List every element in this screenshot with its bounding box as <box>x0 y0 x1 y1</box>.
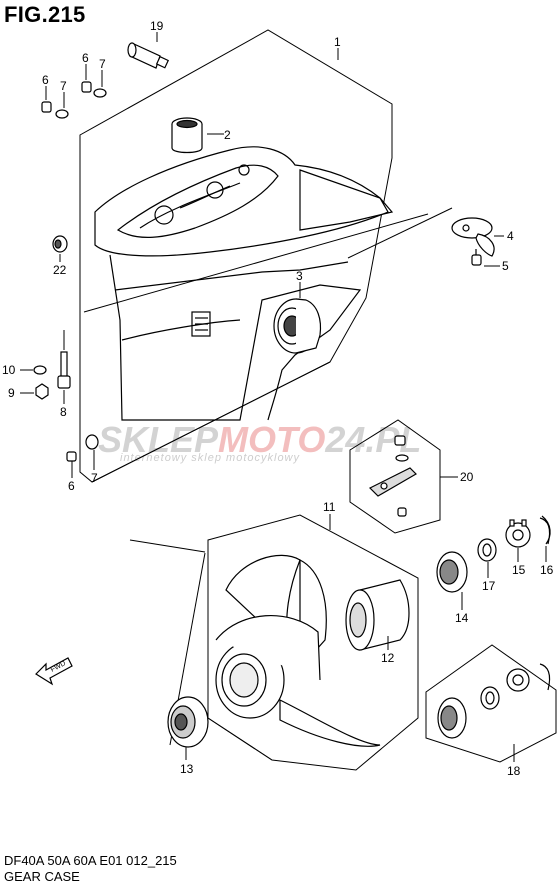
gear-case-group-outline <box>79 29 393 483</box>
part-13-thrust-washer <box>167 696 209 748</box>
part-4-trim-tab <box>451 217 495 257</box>
callout-7-b: 7 <box>60 79 67 93</box>
callout-11: 11 <box>323 500 336 514</box>
watermark-brand-part2: MOTO <box>218 419 325 460</box>
callout-20: 20 <box>460 470 474 484</box>
callout-19: 19 <box>150 19 164 33</box>
gear-case-housing <box>94 146 394 421</box>
callout-18: 18 <box>507 764 521 778</box>
part-7-washer-top <box>55 88 107 119</box>
part-6-bolt-lower <box>66 451 77 462</box>
part-17-washer <box>477 538 497 562</box>
part-22-plug <box>52 235 68 253</box>
anode-kit-group-outline <box>349 419 441 534</box>
callout-14: 14 <box>455 611 469 625</box>
callout-7-c: 7 <box>91 471 98 485</box>
callout-15: 15 <box>512 563 526 577</box>
watermark-brand-part1: SKLEP <box>98 419 219 460</box>
watermark-tagline: internetowy sklep motocyklowy <box>120 452 301 464</box>
part-2-bushing <box>171 117 203 154</box>
watermark: SKLEPMOTO24.PL internetowy sklep motocyk… <box>98 419 421 464</box>
callout-10: 10 <box>2 363 16 377</box>
svg-text:SKLEPMOTO24.PL: SKLEPMOTO24.PL <box>98 419 421 460</box>
part-15-castle-nut <box>505 519 531 548</box>
part-14-spline-washer <box>436 551 468 593</box>
callout-7-a: 7 <box>99 57 106 71</box>
callout-17: 17 <box>482 579 496 593</box>
watermark-brand-part3: 24.PL <box>324 419 421 460</box>
callout-13: 13 <box>180 762 194 776</box>
part-12-spacer <box>345 579 410 651</box>
leader-lines <box>20 32 547 762</box>
callout-3: 3 <box>296 269 303 283</box>
part-9-nut <box>35 383 49 400</box>
part-11-propeller <box>215 554 381 747</box>
callout-6-b: 6 <box>42 73 49 87</box>
callout-4: 4 <box>507 229 514 243</box>
model-line: DF40A 50A 60A E01 012_215 <box>4 853 177 868</box>
part-10-washer <box>33 365 47 375</box>
callout-2: 2 <box>224 128 231 142</box>
part-8-stud <box>57 351 71 389</box>
part-7-washer-lower <box>85 434 99 450</box>
callout-1: 1 <box>334 35 341 49</box>
part-3-seal <box>273 298 322 354</box>
part-6-bolt-top <box>41 81 92 113</box>
callout-6-a: 6 <box>82 51 89 65</box>
part-5-bolt <box>471 249 482 266</box>
callout-16: 16 <box>540 563 554 577</box>
callout-labels: 1 2 3 4 5 6 6 6 7 7 7 8 9 10 11 12 13 14… <box>2 19 554 778</box>
callout-6-c: 6 <box>68 479 75 493</box>
part-19-sleeve <box>127 42 170 69</box>
group-name: GEAR CASE <box>4 869 80 884</box>
part-18-kit-contents <box>437 663 551 739</box>
callout-12: 12 <box>381 651 395 665</box>
callout-9: 9 <box>8 386 15 400</box>
callout-5: 5 <box>502 259 509 273</box>
callout-8: 8 <box>60 405 67 419</box>
fwd-arrow-icon: FWD <box>35 657 73 686</box>
hardware-kit-group-outline <box>425 644 557 763</box>
figure-title: FIG.215 <box>4 2 86 27</box>
part-20-anode <box>368 435 417 517</box>
part-16-cotter-pin <box>539 515 551 545</box>
callout-22: 22 <box>53 263 67 277</box>
